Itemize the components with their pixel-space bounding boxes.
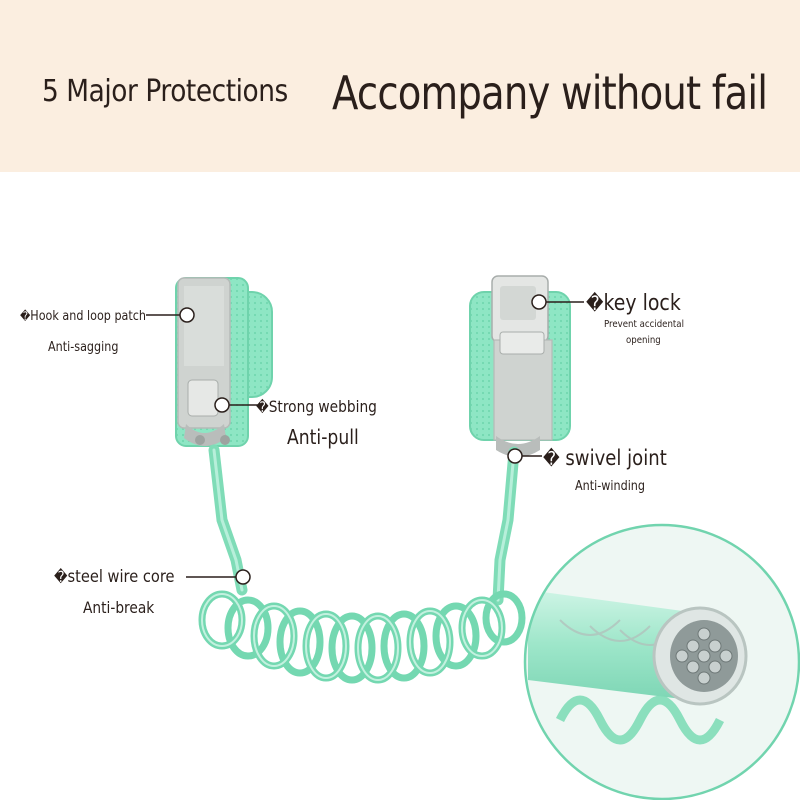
steel-core-zoom-inset bbox=[523, 523, 800, 800]
feature-key-lock-desc-line2: opening bbox=[626, 335, 661, 346]
feature-hook-loop-desc: Anti-sagging bbox=[48, 340, 119, 355]
feature-swivel-desc: Anti-winding bbox=[575, 479, 645, 494]
feature-key-lock-desc-line1: Prevent accidental bbox=[604, 319, 684, 330]
left-wrist-cuff bbox=[175, 277, 273, 447]
feature-webbing-title: �Strong webbing bbox=[256, 397, 377, 416]
feature-steel-core-title: �steel wire core bbox=[54, 567, 175, 587]
leash-cable bbox=[208, 444, 520, 606]
feature-steel-core-desc: Anti-break bbox=[83, 598, 155, 617]
banner-subtitle: 5 Major Protections bbox=[42, 74, 288, 109]
right-wrist-cuff bbox=[469, 275, 571, 457]
coiled-leash bbox=[198, 590, 526, 684]
feature-swivel-title: � swivel joint bbox=[543, 446, 667, 470]
header-banner: 5 Major Protections Accompany without fa… bbox=[0, 0, 800, 172]
callout-markers bbox=[146, 294, 584, 585]
feature-hook-loop-title: �Hook and loop patch bbox=[20, 309, 147, 324]
banner-title: Accompany without fail bbox=[332, 66, 768, 120]
feature-key-lock-title: �key lock bbox=[586, 291, 681, 316]
feature-webbing-desc: Anti-pull bbox=[287, 425, 359, 449]
